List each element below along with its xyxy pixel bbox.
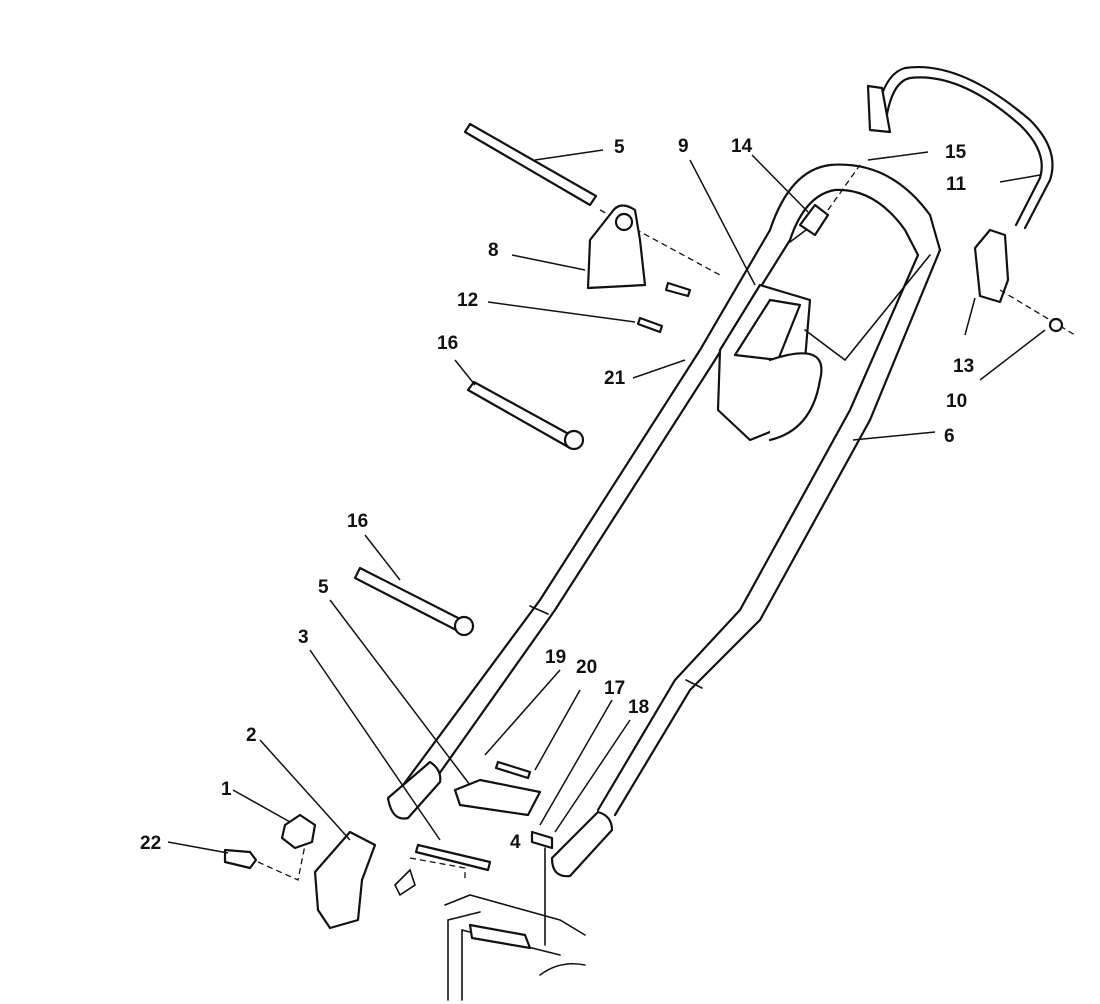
callout-21: 21 xyxy=(604,368,626,389)
callout-4: 4 xyxy=(510,832,521,853)
leader-19 xyxy=(484,669,561,756)
callout-6: 6 xyxy=(944,426,955,447)
rod-16-lower xyxy=(353,566,475,637)
callout-17: 17 xyxy=(604,678,625,699)
leader-18 xyxy=(554,719,631,833)
leader-20 xyxy=(534,689,581,771)
callout-labels: 5 9 14 15 11 8 12 16 21 13 10 6 16 5 3 1… xyxy=(140,136,974,854)
leader-lines xyxy=(167,149,1046,854)
leader-21 xyxy=(632,359,686,379)
leader-17 xyxy=(539,699,613,826)
callout-7: 5 xyxy=(614,137,625,158)
callout-18: 18 xyxy=(628,697,649,718)
callout-3: 3 xyxy=(298,627,309,648)
callout-16-upper: 16 xyxy=(437,333,458,354)
callout-1: 1 xyxy=(221,779,232,800)
callout-12: 12 xyxy=(457,290,478,311)
leader-8 xyxy=(511,254,586,271)
callout-9: 9 xyxy=(678,136,689,157)
leader-3 xyxy=(309,649,441,841)
main-handle xyxy=(386,163,942,878)
callout-16-lower: 16 xyxy=(347,511,368,532)
callout-10: 10 xyxy=(946,391,967,412)
leader-11 xyxy=(999,174,1041,183)
lower-hardware xyxy=(223,760,586,1001)
leader-22 xyxy=(167,841,229,854)
leader-10 xyxy=(979,329,1046,381)
leader-15 xyxy=(867,151,929,161)
leader-1 xyxy=(232,789,291,823)
screw-12 xyxy=(636,281,692,334)
callout-5: 5 xyxy=(318,577,329,598)
callout-13: 13 xyxy=(953,356,974,377)
leader-16-lower xyxy=(364,534,401,581)
callout-22: 22 xyxy=(140,833,161,854)
leader-5 xyxy=(329,599,471,786)
callout-8: 8 xyxy=(488,240,499,261)
callout-19: 19 xyxy=(545,647,566,668)
bracket-8 xyxy=(586,204,647,290)
leader-6 xyxy=(852,431,936,441)
leader-2 xyxy=(259,739,351,841)
callout-11: 11 xyxy=(946,174,967,195)
callout-15: 15 xyxy=(945,142,967,163)
leader-13 xyxy=(964,297,976,336)
clip-13 xyxy=(973,228,1076,336)
callout-2: 2 xyxy=(246,725,257,746)
leader-12 xyxy=(487,301,636,323)
leader-16-upper xyxy=(454,359,476,386)
fitting-14 xyxy=(789,164,861,243)
leader-9 xyxy=(689,159,756,286)
leader-14 xyxy=(751,154,809,213)
control-bail xyxy=(866,66,1054,230)
callout-14: 14 xyxy=(731,136,753,157)
leader-7 xyxy=(534,149,604,161)
callout-20: 20 xyxy=(576,657,597,678)
cable-guide-9 xyxy=(716,254,931,442)
rod-16-upper xyxy=(466,380,585,451)
